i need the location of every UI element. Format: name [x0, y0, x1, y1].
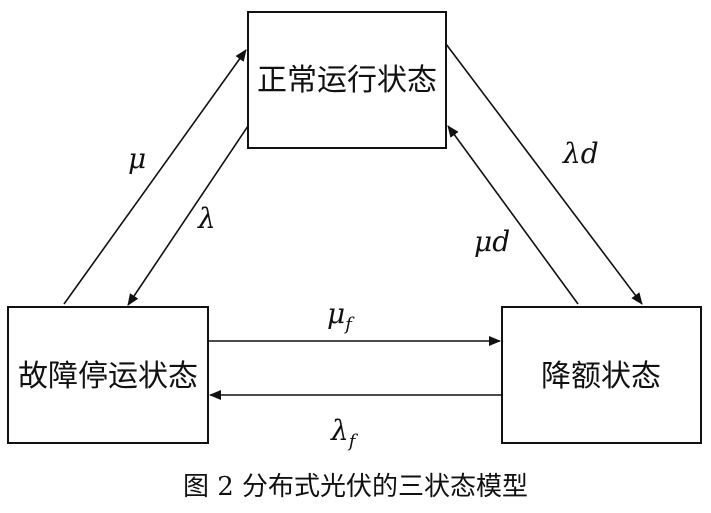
mu-repair-arrow [63, 49, 247, 305]
fault-state-label: 故障停运状态 [18, 359, 198, 394]
lambda-f-subscript: f [347, 431, 359, 452]
lambda-failure-arrow [127, 125, 249, 306]
normal-state-label: 正常运行状态 [257, 63, 437, 98]
mu-label: μ [128, 142, 146, 175]
lambda-d-label: λd [562, 137, 599, 170]
fault-state-box [7, 306, 209, 444]
normal-state-box [247, 11, 447, 149]
mu-f-label: μf [327, 297, 355, 335]
mu-d-restore-arrow [447, 125, 579, 305]
figure-caption: 图 2 分布式光伏的三状态模型 [182, 472, 529, 502]
lambda-f-label: λf [330, 414, 359, 452]
mu-f-subscript: f [343, 314, 355, 335]
lambda-label: λ [197, 202, 216, 235]
derated-state-box [501, 306, 702, 444]
mu-f-base: μ [327, 297, 345, 330]
lambda-f-base: λ [330, 414, 349, 447]
derated-state-label: 降额状态 [541, 359, 661, 394]
mu-d-label: μd [474, 225, 510, 258]
lambda-d-derate-arrow [445, 43, 643, 305]
